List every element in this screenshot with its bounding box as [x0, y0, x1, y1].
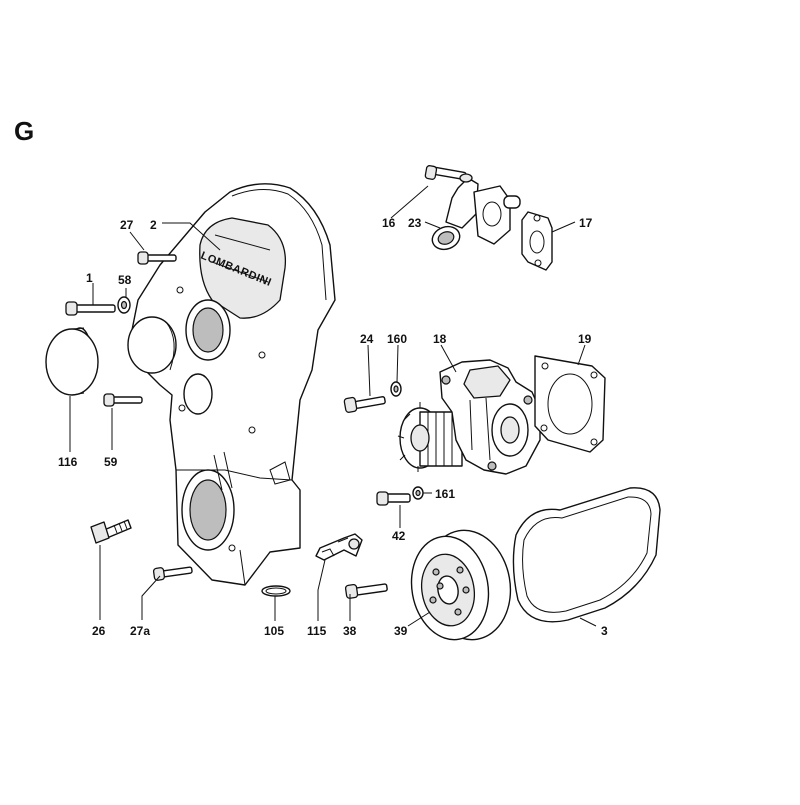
callout-38: 38 — [343, 624, 357, 638]
water-pump-18[interactable] — [397, 359, 541, 475]
poly-v-belt-3[interactable] — [512, 487, 661, 623]
tensioner-115[interactable] — [315, 533, 363, 561]
callout-23: 23 — [408, 216, 422, 230]
screw-16[interactable] — [424, 165, 467, 181]
cover-plate-116[interactable] — [45, 327, 99, 396]
callout-19: 19 — [578, 332, 592, 346]
thermostat-housing-23[interactable] — [429, 173, 521, 253]
callout-116: 116 — [58, 455, 78, 469]
callout-17: 17 — [579, 216, 593, 230]
screw-27[interactable] — [137, 251, 177, 265]
screw-24[interactable] — [343, 396, 386, 413]
callout-27a: 27a — [130, 624, 150, 638]
gasket-17[interactable] — [521, 211, 553, 271]
callout-160: 160 — [387, 332, 407, 346]
bolt-26[interactable] — [90, 519, 132, 544]
crankshaft-pulley-39[interactable] — [404, 524, 519, 647]
screw-42[interactable] — [376, 491, 411, 506]
gasket-19[interactable] — [534, 355, 606, 453]
callout-39: 39 — [394, 624, 408, 638]
callout-labels: 1 58 27 2 116 59 26 27a 105 115 38 39 3 … — [58, 216, 608, 638]
callout-24: 24 — [360, 332, 374, 346]
washer-161[interactable] — [412, 486, 424, 500]
callout-115: 115 — [307, 624, 327, 638]
section-letter: G — [14, 116, 34, 146]
leader-lines — [69, 185, 597, 627]
callout-1: 1 — [86, 271, 93, 285]
screw-27a[interactable] — [152, 566, 193, 581]
screw-1[interactable] — [65, 301, 116, 316]
callout-105: 105 — [264, 624, 284, 638]
washer-160[interactable] — [390, 381, 402, 397]
callout-27: 27 — [120, 218, 134, 232]
seal-ring-105[interactable] — [261, 585, 291, 597]
callout-16: 16 — [382, 216, 396, 230]
callout-161: 161 — [435, 487, 455, 501]
washer-58[interactable] — [117, 296, 131, 314]
callout-18: 18 — [433, 332, 447, 346]
callout-3: 3 — [601, 624, 608, 638]
callout-2: 2 — [150, 218, 157, 232]
screw-59[interactable] — [103, 393, 143, 407]
cover-plug-cap[interactable] — [127, 316, 177, 374]
timing-belt-cover-part[interactable] — [131, 183, 336, 586]
callout-26: 26 — [92, 624, 106, 638]
callout-58: 58 — [118, 273, 132, 287]
callout-42: 42 — [392, 529, 406, 543]
screw-38[interactable] — [344, 583, 388, 599]
callout-59: 59 — [104, 455, 118, 469]
